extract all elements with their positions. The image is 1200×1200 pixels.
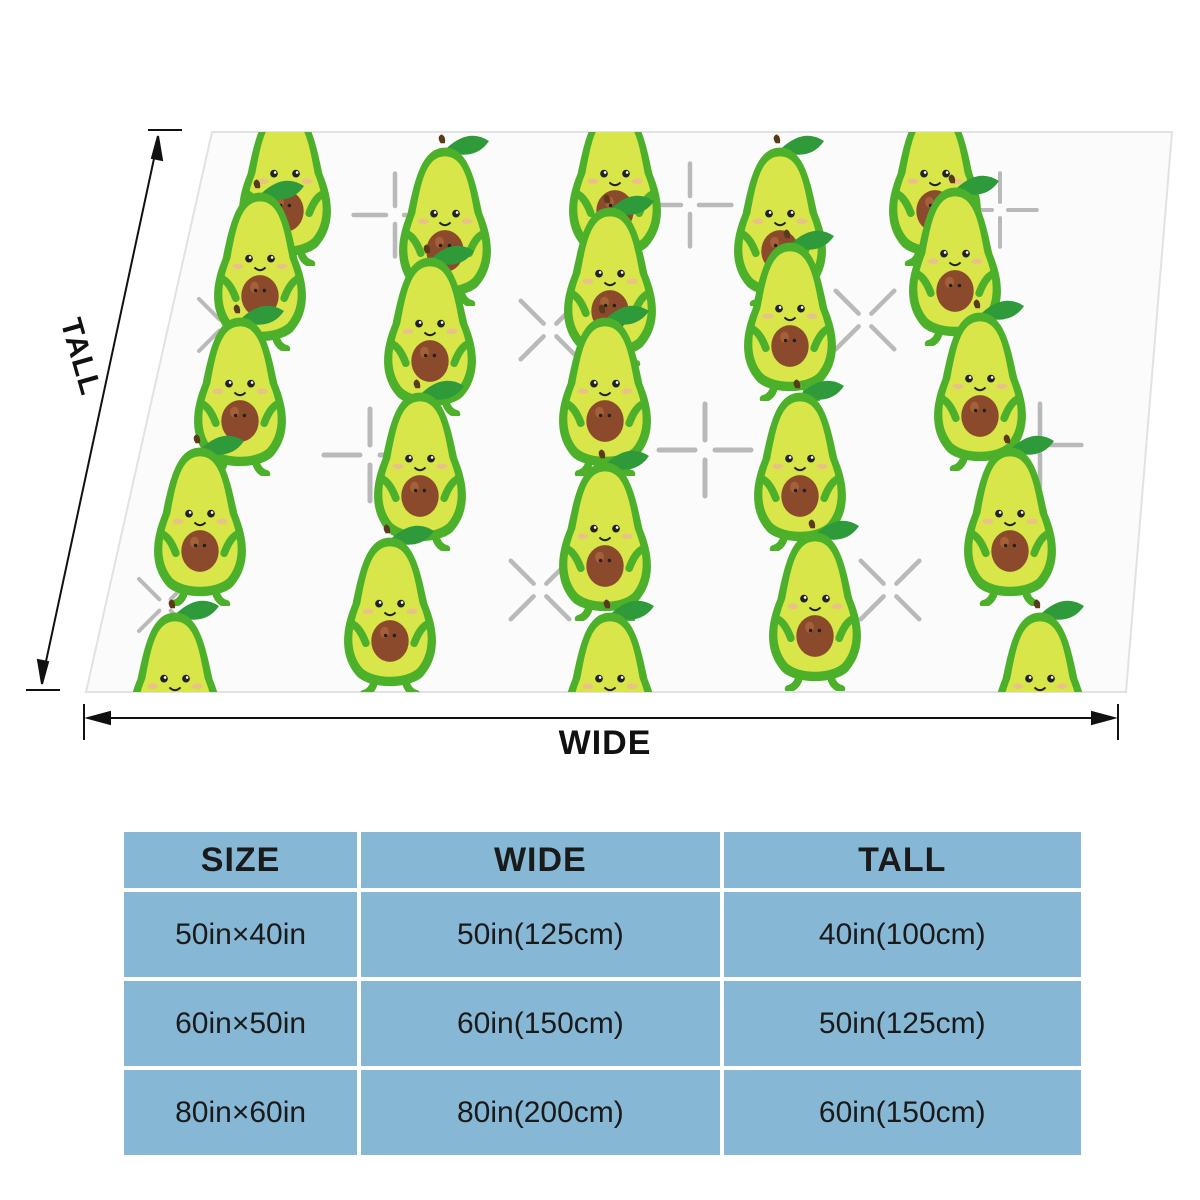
tall-dimension-arrow <box>26 129 182 691</box>
wide-cell: 60in(150cm) <box>361 981 720 1066</box>
size-table: SIZE WIDE TALL 50in×40in 50in(125cm) 40i… <box>120 828 1085 1159</box>
blanket <box>84 131 1174 693</box>
table-row: 60in×50in 60in(150cm) 50in(125cm) <box>124 981 1081 1066</box>
tall-cell: 60in(150cm) <box>723 1070 1081 1155</box>
wide-dimension-label: WIDE <box>558 724 652 762</box>
table-row: 50in×40in 50in(125cm) 40in(100cm) <box>124 892 1081 977</box>
size-cell: 80in×60in <box>124 1070 358 1155</box>
header-size: SIZE <box>124 832 358 888</box>
wide-dimension-arrow <box>83 704 1119 740</box>
size-cell: 50in×40in <box>124 892 358 977</box>
header-wide: WIDE <box>361 832 720 888</box>
table-row: 80in×60in 80in(200cm) 60in(150cm) <box>124 1070 1081 1155</box>
size-cell: 60in×50in <box>124 981 358 1066</box>
wide-cell: 50in(125cm) <box>361 892 720 977</box>
header-tall: TALL <box>723 832 1081 888</box>
tall-cell: 50in(125cm) <box>723 981 1081 1066</box>
tall-cell: 40in(100cm) <box>723 892 1081 977</box>
table-header-row: SIZE WIDE TALL <box>124 832 1081 888</box>
wide-cell: 80in(200cm) <box>361 1070 720 1155</box>
